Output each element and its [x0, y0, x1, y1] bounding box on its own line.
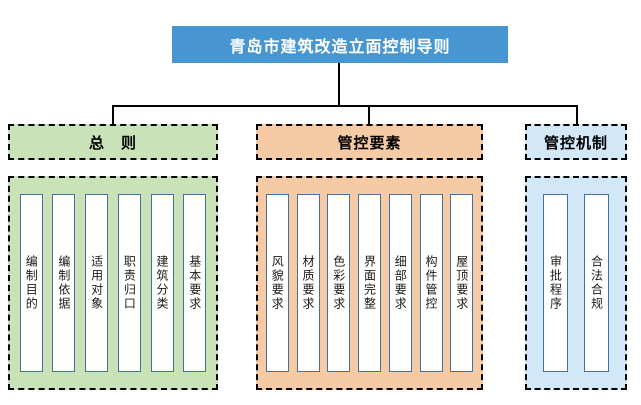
item-label: 材质要求: [301, 255, 315, 311]
item-box: 界面完整: [358, 194, 381, 372]
item-label: 细部要求: [393, 255, 408, 311]
branch-header-mechanism: 管控机制: [525, 124, 627, 160]
item-box: 编制目的: [19, 194, 43, 372]
item-label: 构件管控: [424, 255, 438, 311]
branch-header-general: 总 则: [8, 124, 218, 160]
item-box: 构件管控: [419, 194, 443, 372]
item-box: 屋顶要求: [450, 194, 474, 372]
connector-drop-general: [112, 105, 114, 124]
item-box: 建筑分类: [150, 194, 174, 372]
branch-panel-elements: 风貌要求 材质要求 色彩要求 界面完整 细部要求 构件管控 屋顶要求: [256, 176, 483, 390]
item-box: 材质要求: [296, 194, 320, 372]
item-label: 色彩要求: [331, 255, 346, 311]
connector-title-stem: [338, 63, 340, 105]
connector-horizontal: [112, 105, 578, 107]
item-box: 适用对象: [85, 194, 109, 372]
item-box: 基本要求: [183, 194, 207, 372]
item-label: 编制依据: [56, 255, 71, 311]
item-label: 屋顶要求: [454, 255, 469, 311]
item-label: 职责归口: [122, 255, 137, 311]
item-box: 编制依据: [52, 194, 76, 372]
item-box: 审批程序: [543, 194, 568, 372]
item-label: 风貌要求: [270, 255, 285, 311]
item-box: 职责归口: [117, 194, 141, 372]
item-label: 审批程序: [548, 255, 563, 311]
page-title: 青岛市建筑改造立面控制导则: [172, 26, 508, 63]
item-label: 界面完整: [362, 255, 377, 311]
item-box: 合法合规: [584, 194, 609, 372]
item-label: 编制目的: [24, 255, 39, 311]
item-label: 适用对象: [89, 255, 104, 311]
item-label: 建筑分类: [155, 255, 170, 311]
item-label: 基本要求: [187, 255, 202, 311]
item-box: 色彩要求: [327, 194, 351, 372]
connector-drop-mechanism: [576, 105, 578, 124]
item-box: 风貌要求: [265, 194, 289, 372]
item-box: 细部要求: [388, 194, 412, 372]
item-label: 合法合规: [589, 255, 604, 311]
branch-panel-general: 编制目的 编制依据 适用对象 职责归口 建筑分类 基本要求: [8, 176, 218, 390]
connector-drop-elements: [368, 105, 370, 124]
branch-header-elements: 管控要素: [256, 124, 483, 160]
branch-panel-mechanism: 审批程序 合法合规: [525, 176, 627, 390]
